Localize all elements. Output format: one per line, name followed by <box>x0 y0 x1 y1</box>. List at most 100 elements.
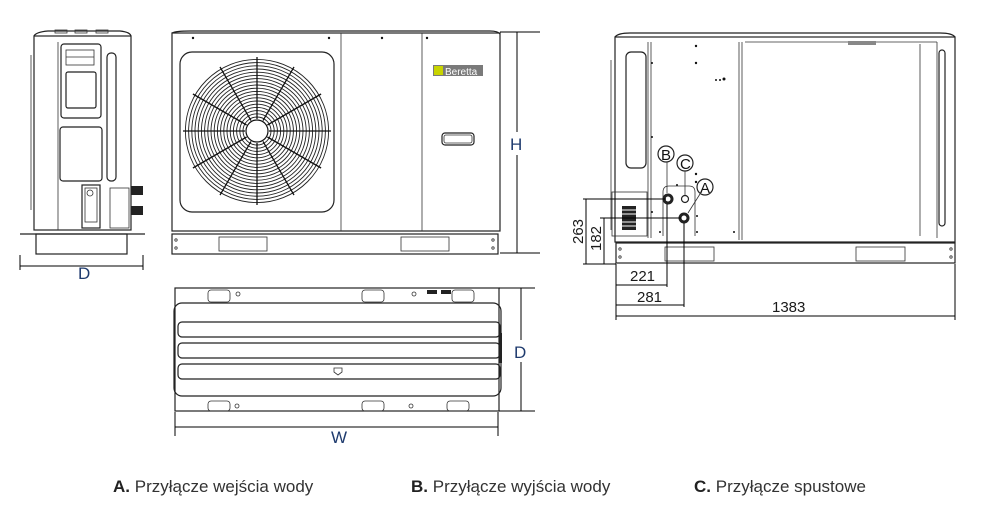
top-hole <box>411 291 417 297</box>
marker-c-label: C <box>680 156 691 173</box>
rivet <box>694 44 698 48</box>
marker-a <box>696 178 714 196</box>
top-slot <box>177 321 501 338</box>
bottom-bracket <box>207 400 231 412</box>
rear-view: B C A 263 182 221 281 1383 <box>570 32 956 320</box>
side-top-lug <box>74 29 88 34</box>
fan-spoke <box>219 66 252 121</box>
rear-body <box>614 36 956 243</box>
top-connector <box>441 290 451 294</box>
fan-spoke <box>267 93 322 126</box>
legend-item-a: A. Przyłącze wejścia wody <box>113 477 313 497</box>
screw <box>380 36 384 40</box>
screw <box>327 36 331 40</box>
rivet <box>694 180 698 184</box>
base-bolt <box>949 247 953 251</box>
base-bolt <box>491 246 495 250</box>
marker-a-label: A <box>700 180 710 197</box>
base-bolt <box>949 255 953 259</box>
top-depth-label: D <box>514 343 526 362</box>
top-side-tab <box>499 333 502 363</box>
top-connector <box>427 290 437 294</box>
marker-a-leader <box>687 193 701 214</box>
fan-spoke <box>219 141 252 196</box>
top-bracket <box>451 289 475 303</box>
rear-offset-a-label: 281 <box>637 289 662 306</box>
rear-total-width-label: 1383 <box>772 299 805 316</box>
rivet <box>651 62 653 64</box>
bottom-bracket <box>361 400 385 412</box>
side-top-lug <box>54 29 68 34</box>
marker-b <box>657 145 675 163</box>
connection-a-bore <box>681 215 687 221</box>
fan-spoke <box>262 66 295 121</box>
fan-hub <box>245 119 269 143</box>
bottom-hole <box>408 403 414 409</box>
bottom-bracket <box>446 400 470 412</box>
rivet <box>696 231 698 233</box>
base-bolt <box>491 238 495 242</box>
rear-base-pad <box>664 246 715 262</box>
front-height-label: H <box>510 135 522 154</box>
front-view: Beretta H <box>171 30 540 255</box>
brand-logo-plate <box>433 65 483 76</box>
side-depth-label: D <box>78 264 90 283</box>
top-slot <box>177 363 501 380</box>
brand-logo-mark <box>434 66 443 75</box>
rivet <box>715 79 717 81</box>
top-bracket <box>361 289 385 303</box>
rivet <box>719 79 721 81</box>
fan-grille <box>183 57 331 205</box>
top-cover <box>173 302 502 397</box>
top-width-label: W <box>331 428 347 447</box>
rear-base <box>615 242 956 264</box>
screw <box>191 36 195 40</box>
top-hole <box>235 291 241 297</box>
marker-b-label: B <box>661 147 671 164</box>
legend-text: Przyłącze wejścia wody <box>134 477 314 496</box>
fan-spoke <box>192 136 247 169</box>
rivet <box>696 215 698 217</box>
rear-connection-plate <box>662 185 696 236</box>
legend-item-b: B. Przyłącze wyjścia wody <box>411 477 610 497</box>
connection-b-bore <box>665 196 671 202</box>
side-window <box>65 71 97 109</box>
top-outline <box>174 287 500 412</box>
connection-c-pipe <box>680 194 690 204</box>
legend-key: C. <box>694 477 711 496</box>
rivet <box>722 77 726 81</box>
front-base-pad <box>218 236 268 252</box>
top-bracket <box>207 289 231 303</box>
rivet <box>676 184 678 186</box>
side-body <box>33 35 132 231</box>
side-pipe-inlet <box>131 206 143 215</box>
legend-item-c: C. Przyłącze spustowe <box>694 477 866 497</box>
side-pipe-box <box>109 187 130 229</box>
rivet <box>694 61 698 65</box>
fan-spoke <box>192 93 247 126</box>
side-top-cap <box>33 30 132 37</box>
front-handle-inner <box>443 134 473 144</box>
front-body <box>171 32 501 232</box>
fan-surround <box>179 51 335 213</box>
rivet <box>733 231 735 233</box>
fan-spoke <box>267 136 322 169</box>
legend-key: A. <box>113 477 130 496</box>
rivet <box>659 231 661 233</box>
front-handle <box>441 132 475 146</box>
legend: A. Przyłącze wejścia wody B. Przyłącze w… <box>0 477 988 501</box>
bottom-hole <box>234 403 240 409</box>
side-top-lug <box>95 29 109 34</box>
brand-logo: Beretta <box>433 65 483 78</box>
rear-base-pad <box>855 246 906 262</box>
screw <box>425 36 429 40</box>
top-view: D W <box>173 287 535 447</box>
legend-text: Przyłącze spustowe <box>715 477 866 496</box>
brand-logo-text: Beretta <box>445 67 478 78</box>
base-bolt <box>618 247 622 251</box>
fan-spoke <box>262 141 295 196</box>
rear-height-b-label: 263 <box>570 219 587 244</box>
rivet <box>694 172 698 176</box>
side-fitting <box>86 189 94 197</box>
